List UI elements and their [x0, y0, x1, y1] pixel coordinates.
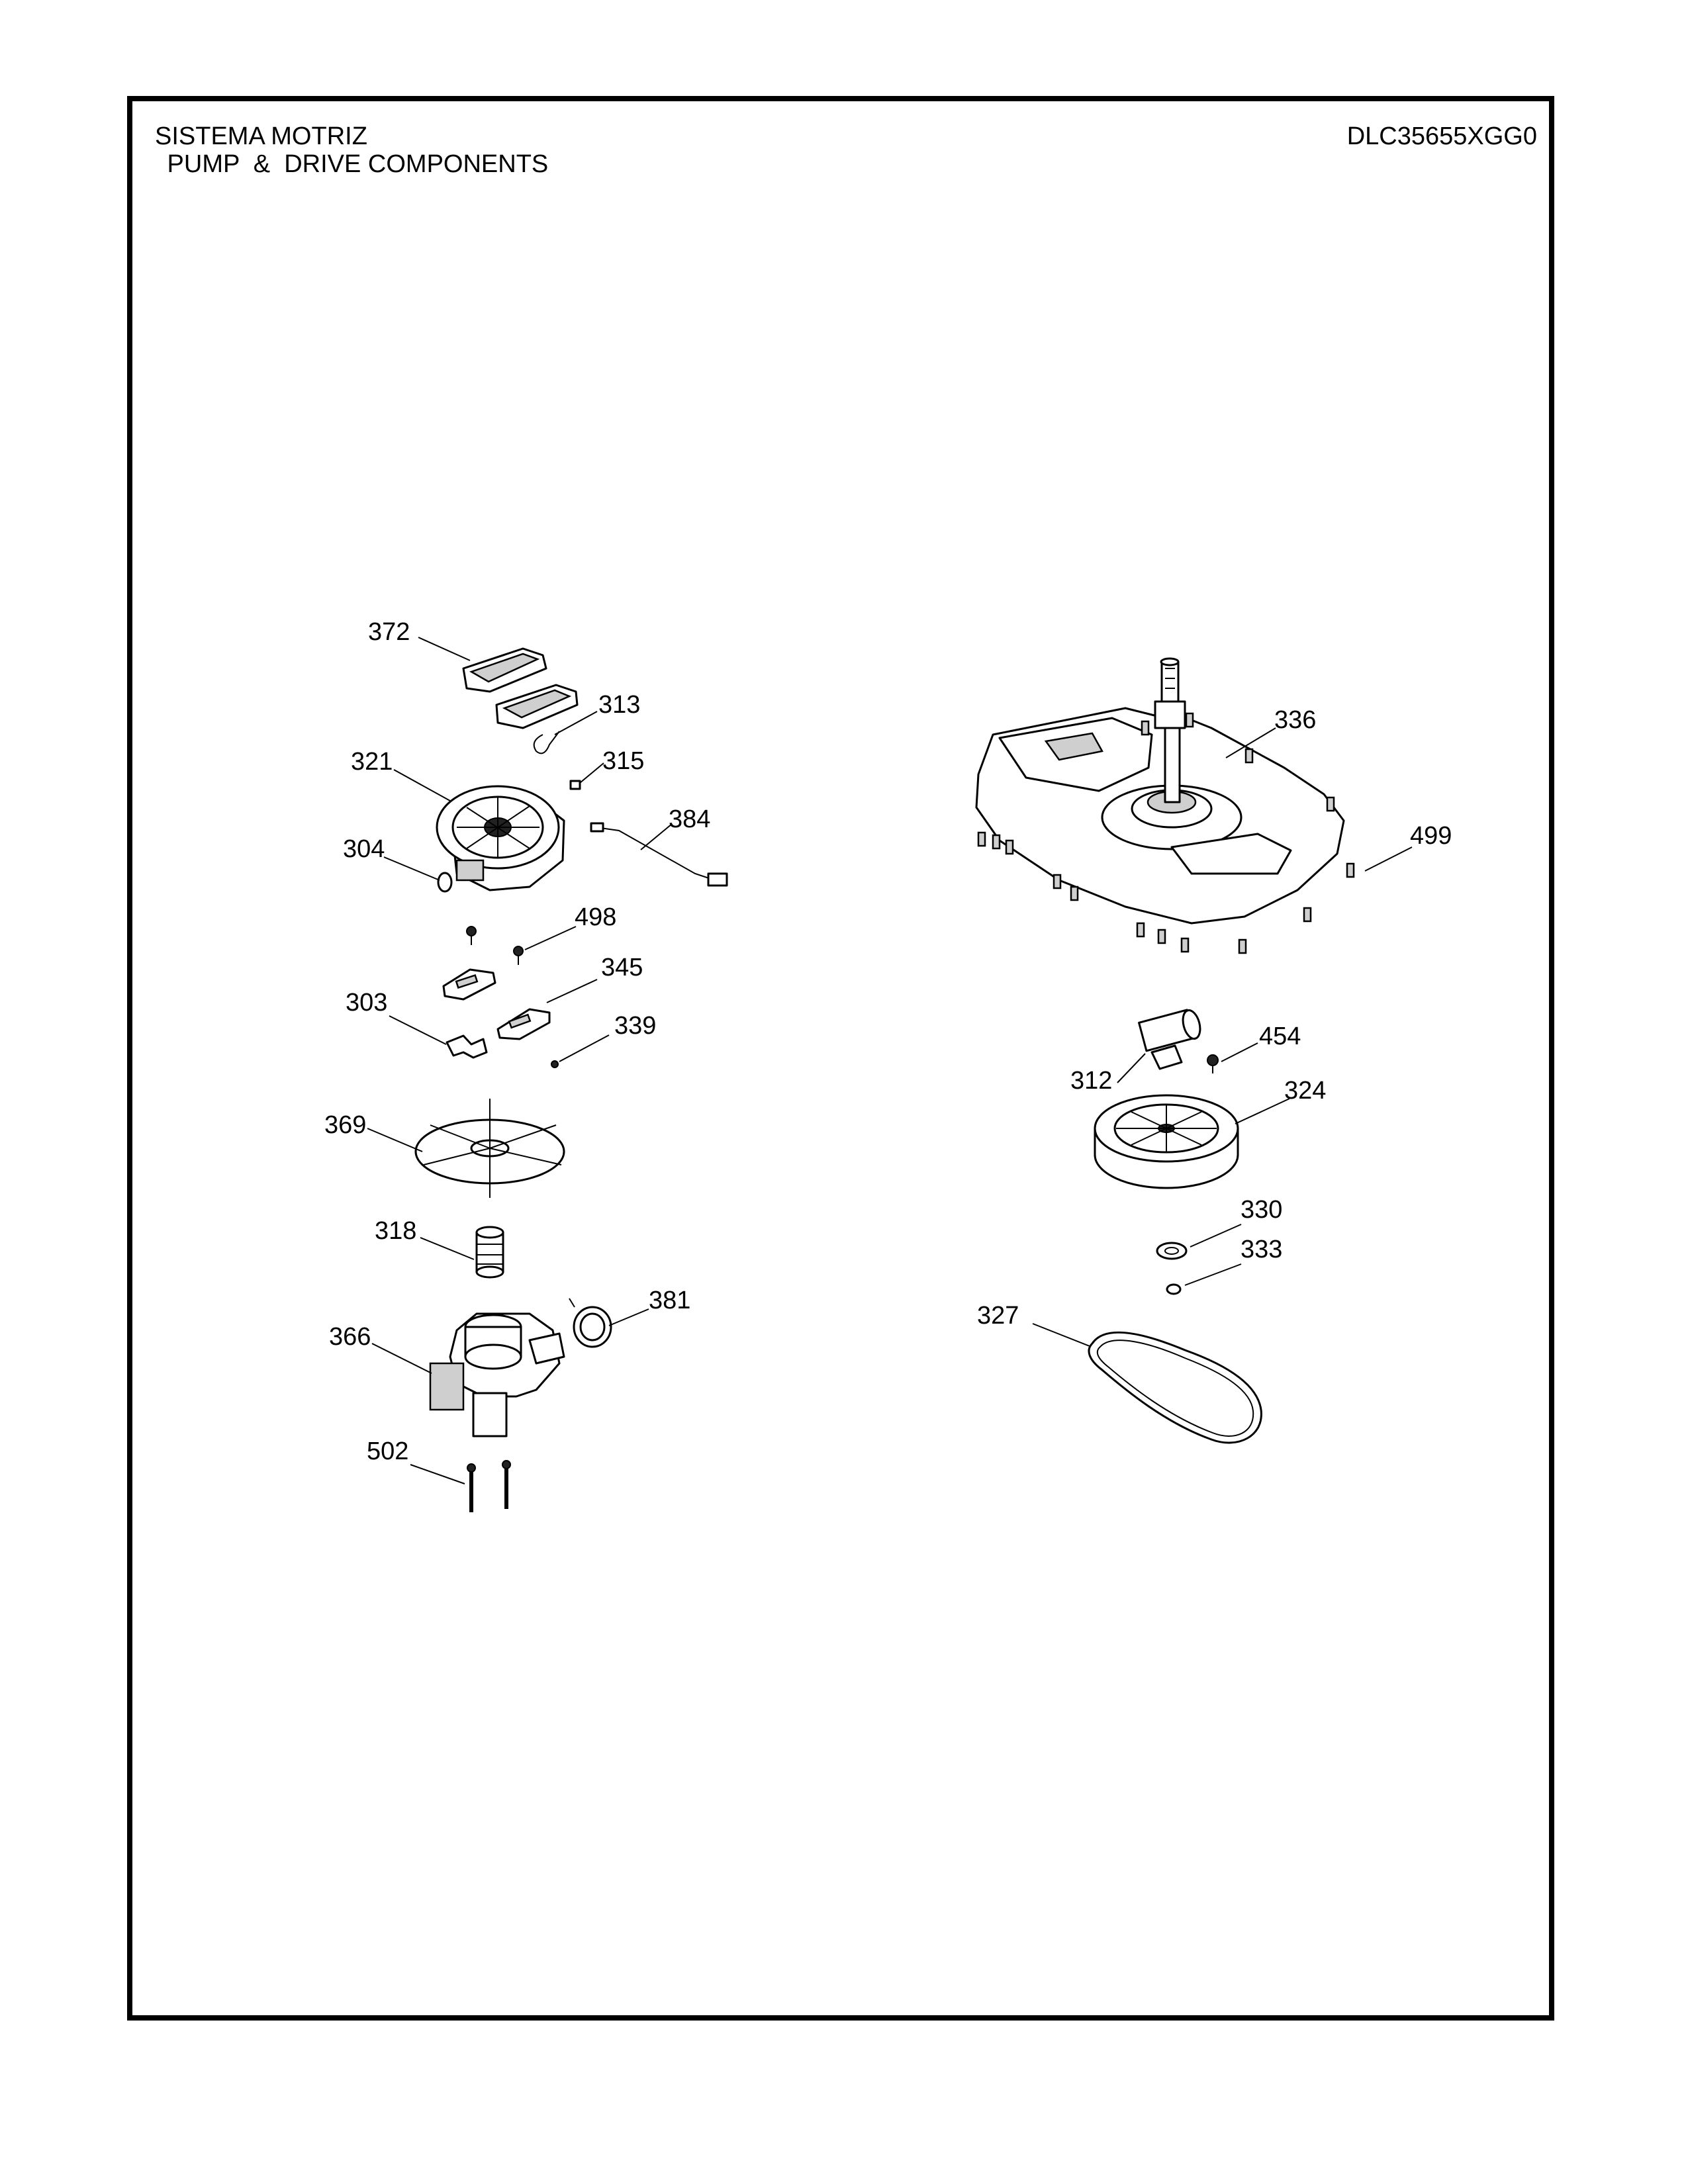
callout-labels: 372 313 321 315 384 304 498 345 303 339 … — [324, 618, 1452, 1465]
part-366-pump[interactable] — [429, 1312, 565, 1437]
part-327-belt[interactable] — [1088, 1331, 1262, 1444]
part-313-clip[interactable] — [533, 731, 560, 754]
callout-318: 318 — [375, 1217, 416, 1245]
page-border — [127, 96, 1554, 2021]
page-title-spanish: SISTEMA MOTRIZ — [155, 122, 367, 150]
callout-369: 369 — [324, 1111, 366, 1139]
callout-313: 313 — [598, 691, 640, 719]
callout-454: 454 — [1259, 1023, 1301, 1050]
callout-315: 315 — [602, 747, 644, 775]
part-345-brackets[interactable] — [442, 968, 551, 1040]
callout-330: 330 — [1241, 1196, 1282, 1224]
part-381-hose-clamp[interactable] — [569, 1298, 612, 1348]
part-312-capacitor[interactable] — [1138, 1009, 1203, 1070]
part-333-ring[interactable] — [1166, 1283, 1182, 1295]
part-330-washer[interactable] — [1156, 1242, 1188, 1260]
callout-384: 384 — [669, 805, 710, 833]
part-303-clip[interactable] — [445, 1034, 488, 1059]
callout-499: 499 — [1410, 822, 1452, 850]
page-title-english: PUMP & DRIVE COMPONENTS — [160, 150, 549, 178]
leader-lines — [367, 637, 1413, 1484]
callout-366: 366 — [329, 1323, 371, 1351]
callout-312: 312 — [1070, 1067, 1112, 1095]
callout-339: 339 — [614, 1012, 656, 1040]
part-499-screws[interactable] — [977, 712, 1355, 954]
callout-304: 304 — [343, 835, 385, 863]
callout-498: 498 — [575, 903, 616, 931]
part-315-connector[interactable] — [569, 780, 581, 790]
part-304-clip[interactable] — [437, 872, 453, 893]
callout-502: 502 — [367, 1437, 408, 1465]
callout-327: 327 — [977, 1302, 1019, 1330]
callout-324: 324 — [1284, 1077, 1326, 1105]
callout-345: 345 — [601, 954, 643, 981]
part-502-screws[interactable] — [467, 1460, 511, 1512]
part-498-screws[interactable] — [466, 926, 524, 965]
part-336-mounting-plate[interactable] — [975, 657, 1345, 925]
part-339-nut[interactable] — [551, 1060, 559, 1068]
part-324-pulley[interactable] — [1094, 1094, 1239, 1189]
callout-303: 303 — [346, 989, 387, 1017]
part-318-coupling[interactable] — [475, 1226, 504, 1279]
callout-321: 321 — [351, 748, 393, 776]
callout-333: 333 — [1241, 1236, 1282, 1263]
part-321-motor[interactable] — [436, 785, 565, 891]
part-384-wire-harness[interactable] — [590, 822, 728, 887]
callout-336: 336 — [1274, 706, 1316, 734]
part-454-screw[interactable] — [1207, 1054, 1219, 1073]
callout-372: 372 — [368, 618, 410, 646]
part-369-fan[interactable] — [414, 1099, 565, 1198]
part-372-motor-mount-pads[interactable] — [462, 647, 579, 729]
callout-381: 381 — [649, 1287, 690, 1314]
model-number: DLC35655XGG0 — [1346, 122, 1537, 150]
